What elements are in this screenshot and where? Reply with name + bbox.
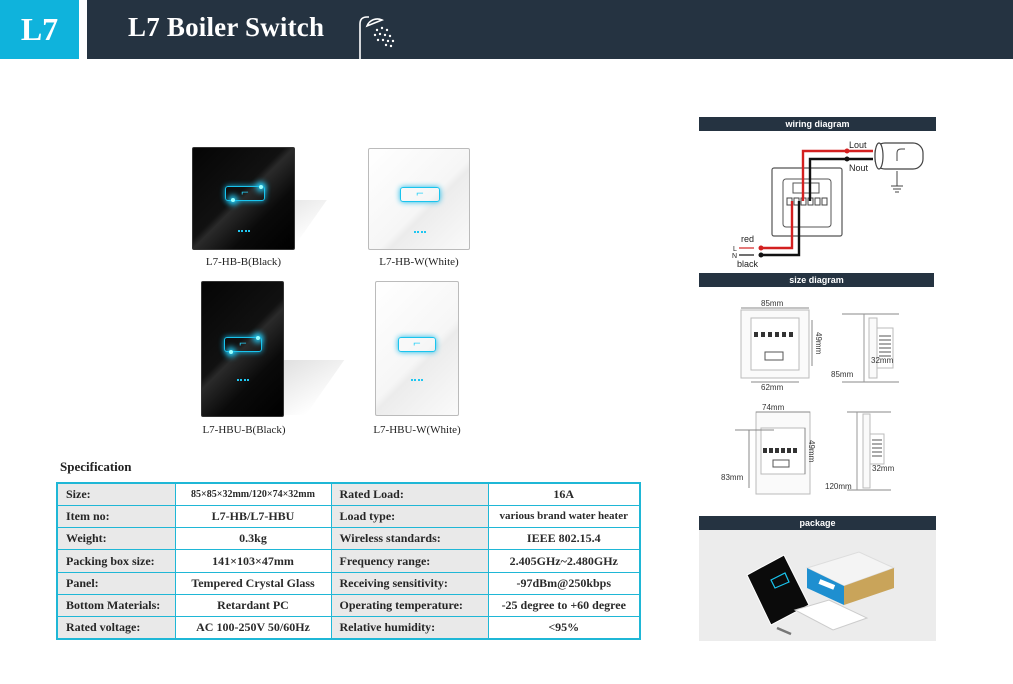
spec-value: Tempered Crystal Glass (174, 571, 332, 595)
switch-key: ⌐ (224, 337, 262, 352)
rect-left-label: 83mm (721, 473, 744, 482)
rect-side-height-label: 120mm (825, 482, 852, 491)
title-bar: L7 Boiler Switch (87, 0, 1013, 60)
package-image (699, 530, 936, 641)
switch-panel-white: ⌐ (375, 281, 459, 416)
spec-value: IEEE 802.15.4 (487, 527, 641, 551)
spec-label: Operating temperature: (330, 593, 489, 618)
shower-glyph-icon: ⌐ (412, 338, 422, 350)
n-label: N (732, 253, 737, 260)
switch-panel-white: ⌐ (368, 148, 470, 250)
spec-label: Relative humidity: (330, 616, 489, 640)
spec-value: AC 100-250V 50/60Hz (174, 616, 332, 640)
shower-glyph-icon: ⌐ (240, 187, 250, 199)
page-title: L7 Boiler Switch (128, 12, 325, 42)
spec-label: Bottom Materials: (56, 593, 176, 618)
shower-icon (359, 16, 395, 60)
spec-label: Rated voltage: (56, 616, 176, 640)
rect-inner-height-label: 49mm (807, 440, 816, 463)
spec-label: Frequency range: (330, 549, 489, 573)
rect-width-label: 74mm (762, 403, 785, 412)
spec-value: <95% (487, 616, 641, 640)
spec-value: 2.405GHz~2.480GHz (487, 549, 641, 573)
switch-panel-black: ⌐ (201, 281, 284, 417)
spec-value: various brand water heater (487, 504, 641, 529)
switch-key: ⌐ (225, 186, 265, 201)
spec-label: Wireless standards: (330, 527, 489, 551)
spec-value: 85×85×32mm/120×74×32mm (174, 482, 332, 506)
spec-label: Item no: (56, 504, 176, 529)
square-side-height-label: 85mm (831, 370, 854, 379)
spec-label: Weight: (56, 527, 176, 551)
spec-label: Size: (56, 482, 176, 506)
spec-label: Rated Load: (330, 482, 489, 506)
square-depth-label: 32mm (871, 356, 894, 365)
black-label: black (737, 259, 759, 269)
spec-value: 141×103×47mm (174, 549, 332, 573)
shower-glyph-icon: ⌐ (238, 338, 248, 350)
square-width-label: 85mm (761, 299, 784, 308)
size-diagram-heading: size diagram (699, 273, 934, 287)
l-label: L (733, 246, 737, 253)
spec-value: -25 degree to +60 degree (487, 593, 641, 618)
package-heading: package (699, 516, 936, 530)
rect-depth-label: 32mm (872, 464, 895, 473)
model-badge: L7 (0, 0, 79, 59)
spec-label: Load type: (330, 504, 489, 529)
wiring-diagram-heading: wiring diagram (699, 117, 936, 131)
spec-value: Retardant PC (174, 593, 332, 618)
product-caption: L7-HB-B(Black) (205, 256, 282, 268)
spec-value: -97dBm@250kbps (487, 571, 641, 595)
product-caption: L7-HBU-B(Black) (202, 424, 286, 436)
switch-key: ⌐ (398, 337, 436, 352)
size-diagram: 85mm 62mm 49mm 85mm 32mm 74mm 83mm 49mm … (721, 299, 899, 495)
spec-label: Panel: (56, 571, 176, 595)
spec-value: L7-HB/L7-HBU (174, 504, 332, 529)
specification-heading: Specification (60, 459, 132, 474)
shower-glyph-icon: ⌐ (415, 188, 425, 200)
switch-panel-black: ⌐ (192, 147, 295, 250)
lout-label: Lout (849, 140, 867, 150)
product-caption: L7-HBU-W(White) (373, 424, 461, 436)
red-label: red (741, 234, 754, 244)
switch-key: ⌐ (400, 187, 440, 202)
nout-label: Nout (849, 163, 869, 173)
spec-value: 16A (487, 482, 641, 506)
spec-value: 0.3kg (174, 527, 332, 551)
spec-label: Packing box size: (56, 549, 176, 573)
square-bottom-label: 62mm (761, 383, 784, 392)
square-inner-height-label: 49mm (814, 332, 823, 355)
spec-label: Receiving sensitivity: (330, 571, 489, 595)
product-caption: L7-HB-W(White) (379, 256, 459, 268)
package-illustration (746, 551, 896, 636)
wiring-diagram: Lout Nout red L N black (732, 140, 924, 269)
